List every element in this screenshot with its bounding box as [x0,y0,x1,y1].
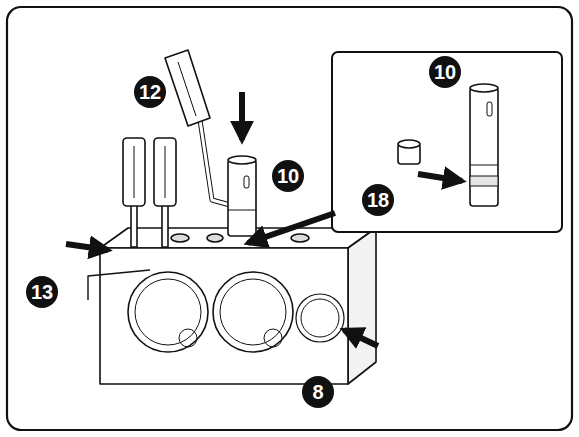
block-front [100,248,348,384]
callout-number: 12 [134,76,166,108]
block-side [348,228,376,384]
tool-handle [165,50,210,126]
frame [7,7,572,430]
callout-number: 18 [362,184,394,216]
tool-stem [131,205,137,247]
cylinder [228,160,256,236]
inset-frame [332,52,562,232]
arrow [239,92,245,140]
rod [88,270,150,300]
callout-number: 10 [272,160,304,192]
callout-number: 10 [429,56,461,88]
port [128,272,208,352]
callout-number: 13 [26,276,58,308]
tool-handle [123,138,145,206]
callout-number: 8 [302,376,334,408]
